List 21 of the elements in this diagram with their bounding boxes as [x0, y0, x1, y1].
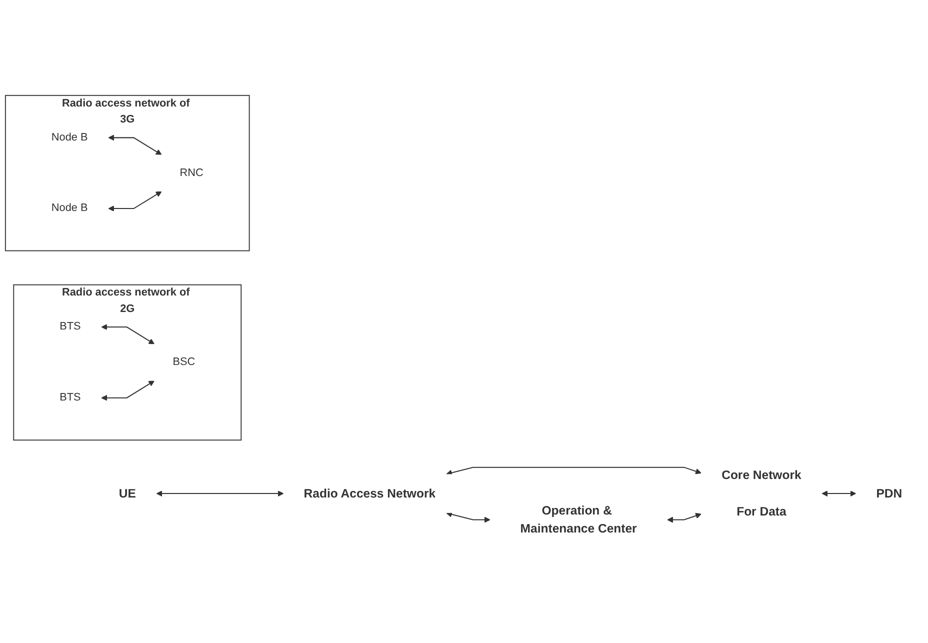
node-text: Operation & Maintenance Center [520, 503, 637, 536]
arrow [108, 190, 162, 212]
arrow [108, 134, 162, 155]
arrow [446, 511, 490, 522]
node-text: BTS [60, 320, 81, 332]
arrow [101, 324, 155, 344]
node-text: BSC [172, 356, 196, 368]
node-text: Node B [51, 131, 88, 143]
node-text: Core Network [722, 468, 802, 482]
arrow [156, 490, 284, 496]
node-text: PDN [876, 486, 902, 500]
node-text: Radio Access Network [304, 486, 436, 500]
arrow [446, 466, 702, 476]
arrow [101, 380, 155, 400]
node-label: For Data [736, 504, 786, 518]
node-text: RNC [180, 166, 204, 178]
node-text: BTS [60, 391, 81, 403]
arrow [822, 490, 856, 496]
node-text: UE [118, 486, 136, 500]
node-text: Node B [51, 202, 88, 214]
arrow [667, 512, 702, 522]
